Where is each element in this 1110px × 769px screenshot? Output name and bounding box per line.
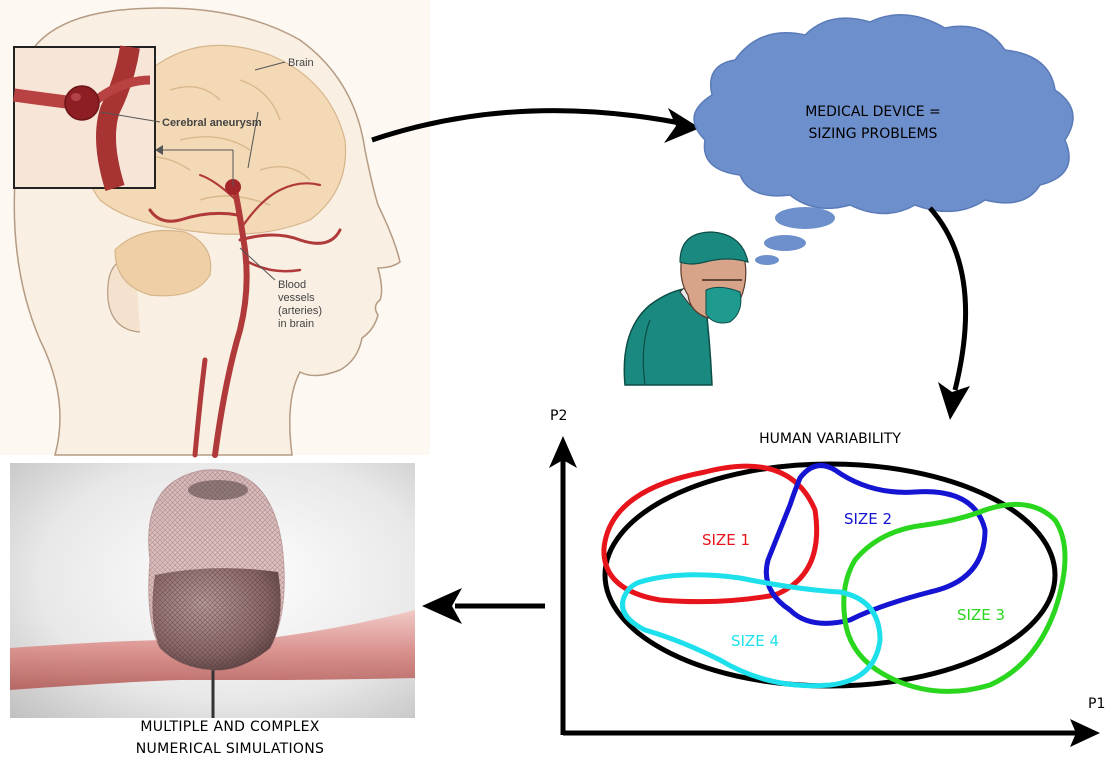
- vessels-label-line-1: Blood: [278, 279, 306, 291]
- vessels-label-line-3: (arteries): [278, 305, 322, 317]
- size-4-label: SIZE 4: [731, 632, 779, 650]
- size-2-label: SIZE 2: [844, 510, 892, 528]
- thought-bubble-small: [755, 255, 779, 265]
- thought-text-line-2: SIZING PROBLEMS: [809, 126, 938, 142]
- simulation-caption-line-1: MULTIPLE AND COMPLEX: [60, 716, 400, 738]
- human-variability-title: HUMAN VARIABILITY: [759, 431, 901, 447]
- simulation-caption-line-2: NUMERICAL SIMULATIONS: [60, 738, 400, 760]
- thought-cloud: MEDICAL DEVICE = SIZING PROBLEMS: [694, 15, 1073, 265]
- x-axis-label: P1: [1088, 696, 1105, 712]
- human-variability-plot: P2 P1 HUMAN VARIABILITY SIZE 1 SIZE 2 SI…: [549, 408, 1105, 747]
- y-axis-label: P2: [550, 408, 567, 424]
- vessels-label-line-4: in brain: [278, 318, 314, 330]
- size-4-region: [623, 575, 881, 686]
- simulation-caption: MULTIPLE AND COMPLEX NUMERICAL SIMULATIO…: [60, 716, 400, 760]
- brain-label: Brain: [288, 57, 314, 69]
- device-simulation-render: [10, 463, 415, 718]
- surgeon-figure: [624, 232, 748, 385]
- head-anatomy-illustration: Brain Cerebral aneurysm Blood vessels (a…: [0, 0, 430, 455]
- arrow-to-human-variability: [930, 208, 970, 420]
- size-3-label: SIZE 3: [957, 606, 1005, 624]
- size-1-label: SIZE 1: [702, 531, 750, 549]
- vessels-label-line-2: vessels: [278, 292, 315, 304]
- cerebral-aneurysm-label: Cerebral aneurysm: [162, 117, 262, 129]
- thought-text-line-1: MEDICAL DEVICE =: [805, 104, 941, 120]
- thought-bubble-large: [775, 207, 835, 229]
- thought-bubble-medium: [764, 235, 806, 251]
- size-3-region: [844, 504, 1065, 691]
- arrow-to-simulation: [422, 588, 545, 624]
